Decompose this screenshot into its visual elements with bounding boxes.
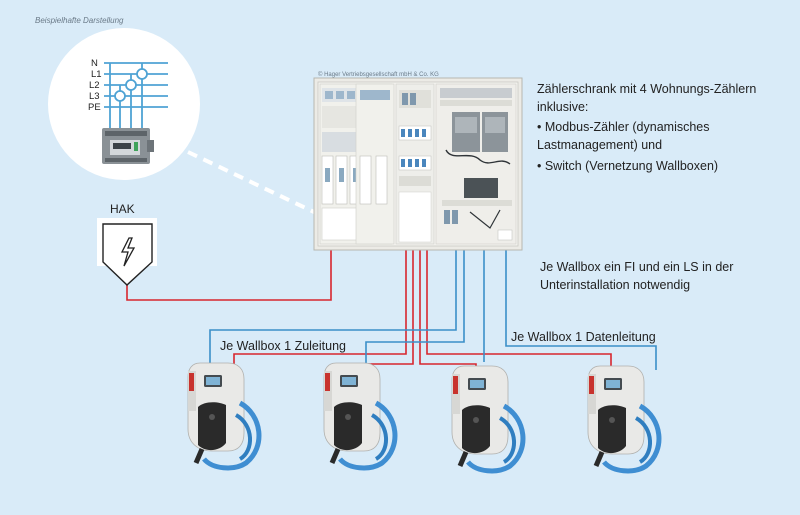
- cabinet-description-bullet-modbus: • Modbus-Zähler (dynamisches Lastmanagem…: [537, 120, 710, 152]
- wallbox-3: [451, 365, 526, 474]
- modbus-meter-icon: [102, 128, 154, 164]
- grid-label-l3: L3: [89, 91, 100, 102]
- illustration-note: Beispielhafte Darstellung: [35, 16, 124, 25]
- cabinet-description-heading: Zählerschrank mit 4 Wohnungs-Zählern ink…: [537, 82, 757, 114]
- wallbox-2: [323, 362, 398, 471]
- meter-bubble: N L1 L2 L3 PE: [48, 28, 200, 180]
- supply-line-1: [233, 248, 407, 367]
- hak-label: HAK: [110, 202, 135, 216]
- supply-line-label: Je Wallbox 1 Zuleitung: [220, 339, 346, 353]
- grid-label-l2: L2: [89, 80, 100, 91]
- power-lines: [126, 248, 612, 370]
- wallbox-4: [587, 365, 662, 474]
- copyright-credit: © Hager Vertriebsgesellschaft mbH & Co. …: [318, 72, 439, 78]
- supply-line-3: [419, 248, 477, 370]
- fi-ls-note: Je Wallbox ein FI und ein LS in der Unte…: [540, 260, 734, 292]
- lightning-icon: [120, 237, 136, 267]
- data-line-4: [505, 248, 657, 370]
- data-line-1: [209, 248, 457, 367]
- cabinet-description-bullet-switch: • Switch (Vernetzung Wallboxen): [537, 159, 719, 173]
- meter-cabinet: [313, 77, 523, 251]
- hak-feed-line: [126, 248, 332, 301]
- hak-box: [97, 218, 157, 286]
- meter-dashed-connector: [187, 150, 336, 224]
- wallbox-1: [187, 362, 262, 471]
- data-line-label: Je Wallbox 1 Datenleitung: [511, 330, 656, 344]
- grid-label-l1: L1: [91, 69, 102, 80]
- data-lines: [209, 248, 657, 370]
- data-line-2: [365, 248, 465, 363]
- grid-label-pe: PE: [88, 102, 101, 113]
- supply-line-4: [426, 248, 612, 370]
- grid-label-n: N: [91, 58, 98, 69]
